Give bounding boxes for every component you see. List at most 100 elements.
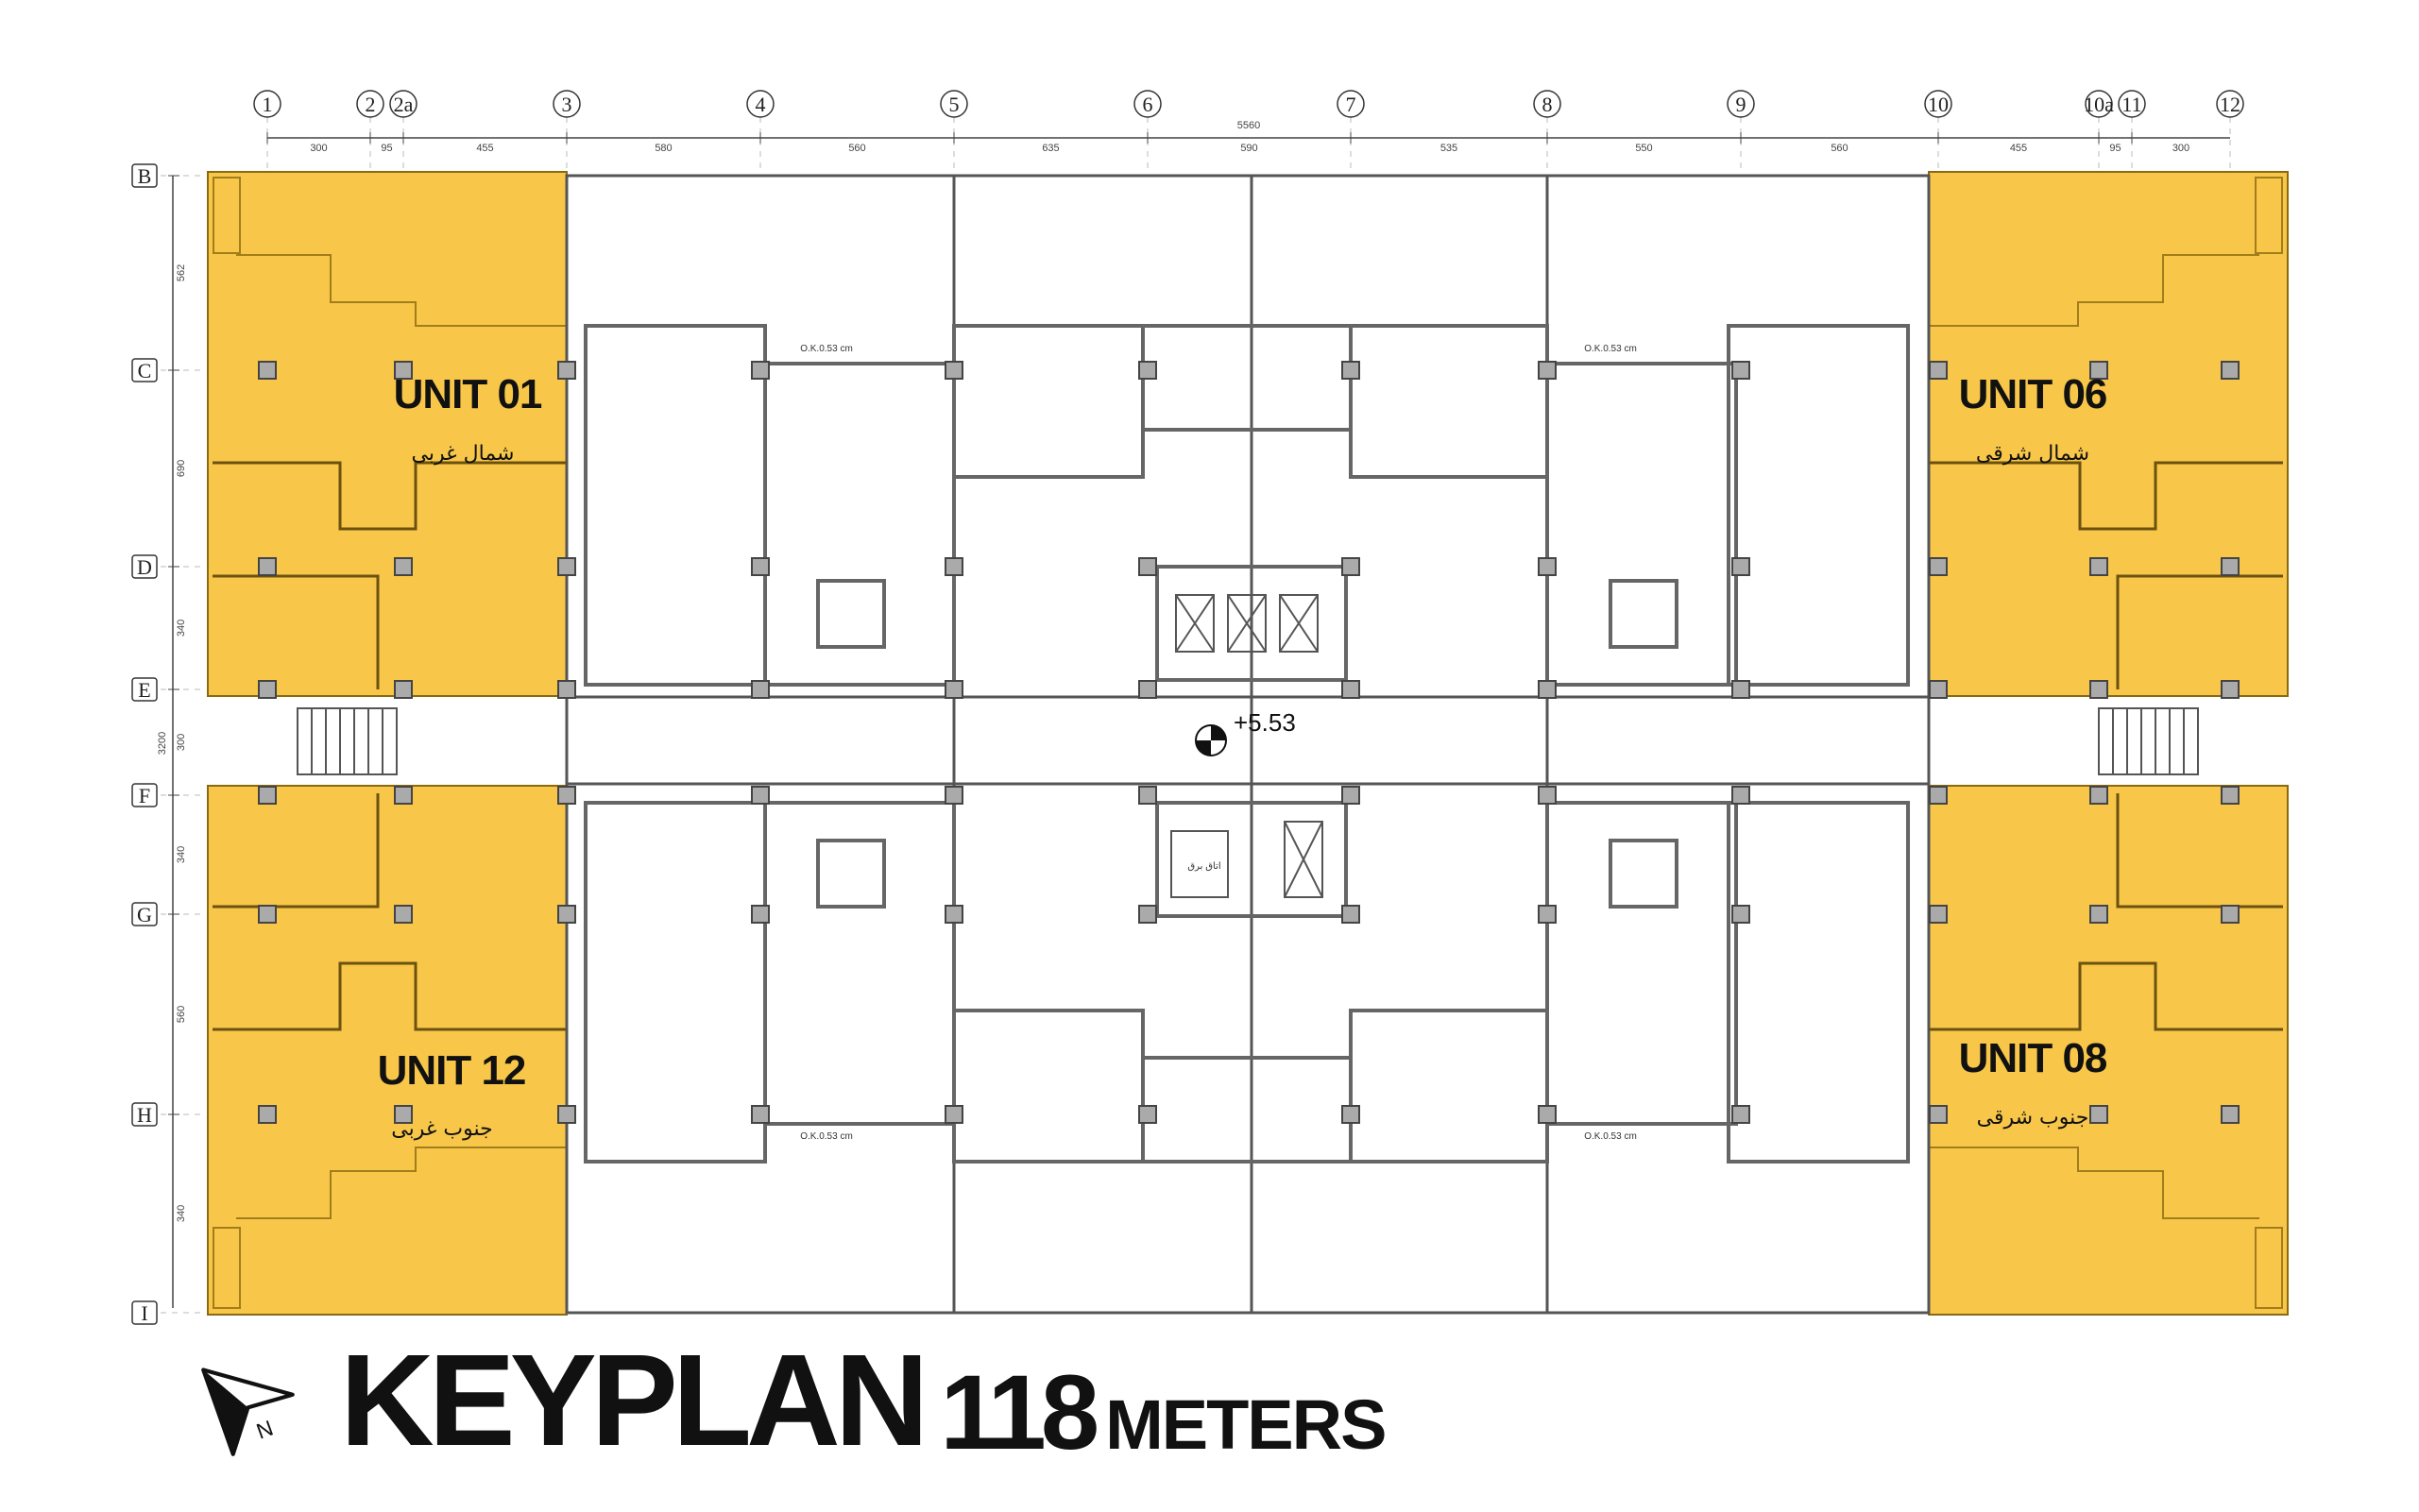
unit-12-title: UNIT 12 (378, 1047, 526, 1094)
column-marker (2221, 905, 2240, 924)
beam-labels: O.K.0.53 cm O.K.0.53 cm O.K.0.53 cm O.K.… (800, 344, 1637, 1142)
column-axis-bubble: 6 (1133, 90, 1162, 118)
row-axis-label: H (137, 1103, 152, 1127)
top-dimension-label: 455 (476, 143, 493, 154)
column-marker (751, 361, 770, 380)
column-marker (557, 786, 576, 805)
row-axis-label: D (137, 555, 152, 579)
row-axis-label: I (141, 1301, 147, 1325)
column-axis-bubble: 10 (1924, 90, 1952, 118)
column-marker (2221, 680, 2240, 699)
column-marker (258, 786, 277, 805)
column-marker (557, 905, 576, 924)
level-text: +5.53 (1234, 708, 1296, 737)
column-marker (2089, 786, 2108, 805)
top-dimension-label: 95 (381, 143, 392, 154)
column-axis-bubble: 12 (2216, 90, 2244, 118)
column-axis-bubble: 9 (1727, 90, 1755, 118)
top-dimension-label: 560 (1831, 143, 1848, 154)
column-marker (1929, 361, 1948, 380)
top-dimension-label: 580 (655, 143, 672, 154)
column-marker (1341, 680, 1360, 699)
row-axis-label: F (139, 784, 150, 807)
unit-12-area[interactable] (207, 785, 568, 1316)
column-marker (2089, 1105, 2108, 1124)
column-marker (1929, 557, 1948, 576)
top-dimension-label: 550 (1635, 143, 1652, 154)
unit-12-subtitle: جنوب غربی (391, 1117, 492, 1141)
column-marker (1538, 786, 1557, 805)
north-arrow-icon: N (201, 1368, 295, 1456)
column-marker (751, 905, 770, 924)
unit-08-area[interactable] (1928, 785, 2289, 1316)
column-marker (258, 1105, 277, 1124)
row-axis-bubble: F (131, 783, 158, 807)
column-axis-bubble: 2 (356, 90, 384, 118)
column-axis-label: 4 (756, 93, 766, 116)
row-axis-bubble: G (131, 902, 158, 926)
column-marker (394, 1105, 413, 1124)
column-axis-label: 5 (949, 93, 960, 116)
svg-text:N: N (253, 1416, 277, 1444)
column-axis-label: 6 (1143, 93, 1153, 116)
column-marker (1138, 905, 1157, 924)
column-marker (2221, 786, 2240, 805)
unit-01-area[interactable] (207, 171, 568, 697)
column-marker (258, 557, 277, 576)
keyplan-title: KEYPLAN 118 METERS (340, 1324, 1387, 1473)
unit-06-subtitle: شمال شرقی (1976, 442, 2089, 466)
top-dimension-label: 635 (1042, 143, 1059, 154)
left-dimension-label: 340 (176, 1205, 187, 1222)
row-axis-label: B (138, 164, 152, 188)
column-axis-bubble: 5 (940, 90, 968, 118)
beam-label: O.K.0.53 cm (800, 344, 853, 354)
row-axis-bubble: I (131, 1300, 158, 1325)
column-marker (2221, 361, 2240, 380)
top-dimension-label: 300 (310, 143, 327, 154)
column-axis-bubble: 10a (2084, 90, 2114, 118)
column-marker (1731, 1105, 1750, 1124)
building-outline (565, 174, 1931, 1315)
column-marker (1341, 557, 1360, 576)
column-marker (394, 905, 413, 924)
column-marker (945, 557, 963, 576)
column-axis-label: 7 (1346, 93, 1356, 116)
column-marker (1138, 361, 1157, 380)
beam-label: O.K.0.53 cm (800, 1131, 853, 1142)
column-marker (1731, 557, 1750, 576)
column-marker (2089, 557, 2108, 576)
highlight-units (207, 171, 2289, 1316)
structural-columns (258, 361, 2240, 1124)
column-marker (751, 680, 770, 699)
column-marker (1731, 361, 1750, 380)
left-dimension-label: 340 (176, 846, 187, 863)
column-marker (1929, 905, 1948, 924)
column-marker (394, 680, 413, 699)
column-axis-label: 8 (1542, 93, 1553, 116)
row-axis-bubble: D (131, 554, 158, 579)
column-axis-bubble: 1 (253, 90, 281, 118)
column-marker (2089, 680, 2108, 699)
column-axis-label: 11 (2121, 93, 2141, 116)
column-marker (258, 905, 277, 924)
left-overall-dimension: 3200 (157, 732, 168, 755)
column-marker (394, 557, 413, 576)
row-axis-bubble: H (131, 1102, 158, 1127)
column-axis-bubble: 11 (2118, 90, 2146, 118)
column-marker (1341, 1105, 1360, 1124)
unit-06-area[interactable] (1928, 171, 2289, 697)
column-marker (1538, 1105, 1557, 1124)
left-dimension-label: 560 (176, 1006, 187, 1023)
column-axis-label: 10a (2084, 93, 2114, 116)
core-elevators (1170, 594, 1323, 898)
title-main: KEYPLAN (340, 1328, 928, 1473)
column-marker (258, 680, 277, 699)
unit-06-title: UNIT 06 (1959, 371, 2107, 417)
column-marker (2221, 1105, 2240, 1124)
title-unit: METERS (1105, 1385, 1387, 1464)
interior-walls (584, 324, 1910, 1164)
